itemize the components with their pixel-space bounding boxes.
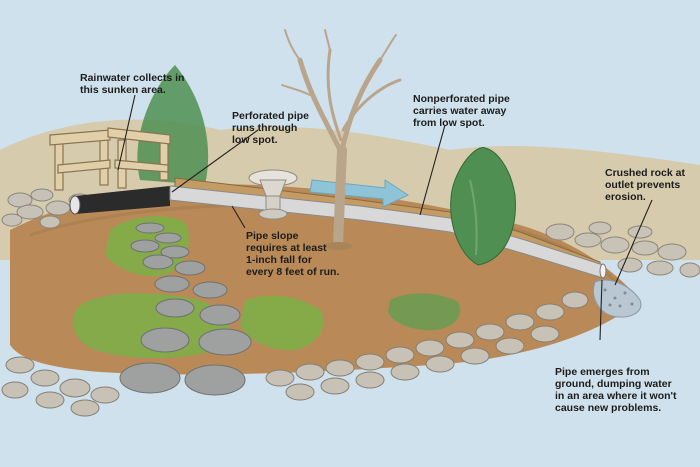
evergreen-shrub [450, 146, 516, 266]
label-pipe-slope: Pipe slope requires at least 1-inch fall… [246, 230, 340, 278]
leader-lines [117, 94, 653, 341]
label-rainwater: Rainwater collects in this sunken area. [80, 72, 185, 96]
flow-arrow-icon [309, 179, 410, 208]
rock-border-bottom [1, 291, 589, 417]
crushed-rock-speckles [603, 288, 634, 308]
wooden-bench [49, 127, 171, 191]
perforated-pipe [69, 186, 170, 215]
tree-base [324, 242, 352, 250]
stepping-stones [119, 222, 252, 396]
label-perforated-pipe: Perforated pipe runs through low spot. [232, 110, 310, 146]
birdbath [248, 169, 298, 220]
pipe-outlet-end [599, 263, 607, 279]
bare-tree [281, 29, 402, 250]
background-tree [137, 65, 209, 185]
label-crushed-rock: Crushed rock at outlet prevents erosion. [605, 167, 685, 203]
rock-border-right [545, 221, 700, 278]
label-pipe-emerges: Pipe emerges from ground, dumping water … [555, 366, 677, 414]
label-nonperforated-pipe: Nonperforated pipe carries water away fr… [413, 93, 510, 129]
shrub-highlight [469, 179, 478, 256]
